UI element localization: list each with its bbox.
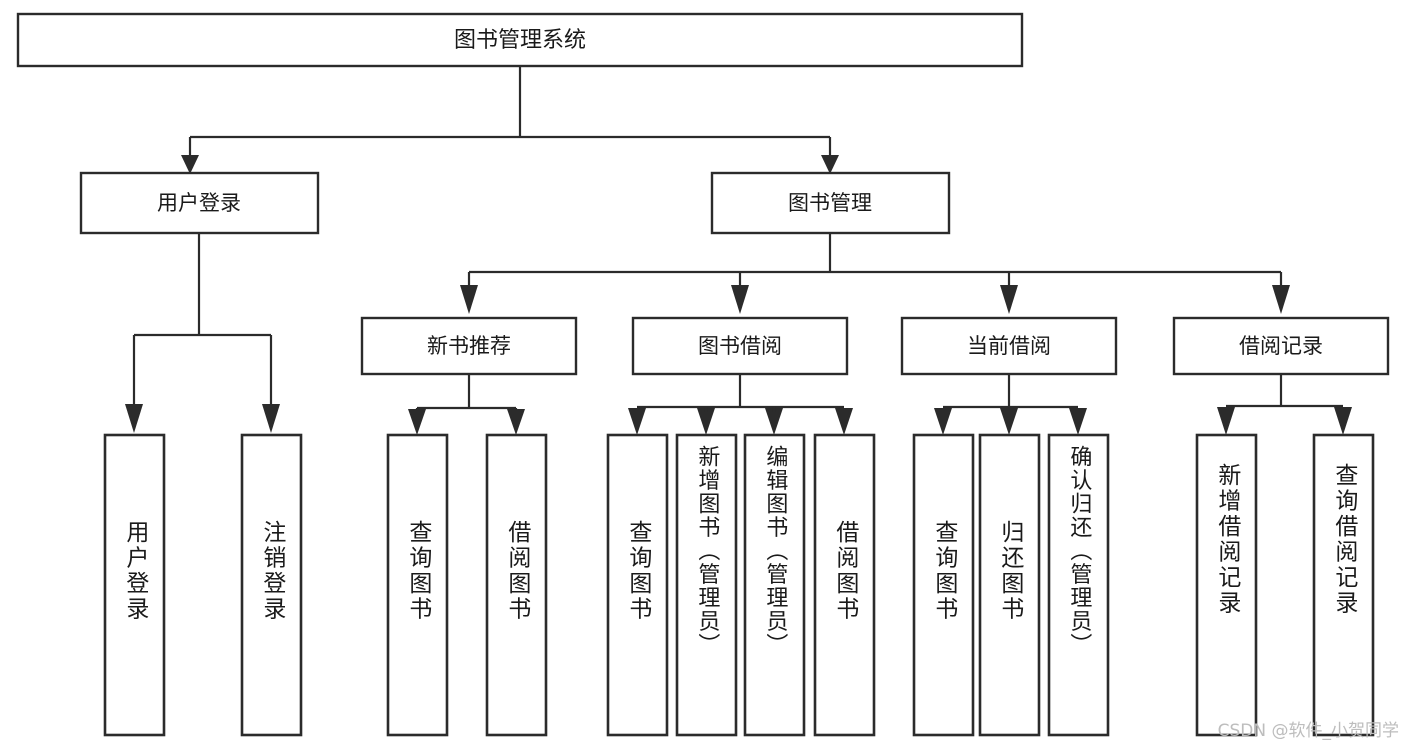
node-user-login-box[interactable] bbox=[79, 171, 320, 235]
arrowhead-nb-leaf2 bbox=[507, 409, 525, 435]
leaf-box-nb-query-book[interactable] bbox=[386, 433, 449, 737]
leaf-box-cb-confirm-return-admin[interactable] bbox=[1047, 433, 1110, 737]
arrowhead-user-login bbox=[181, 155, 199, 174]
node-book-manage-box[interactable] bbox=[710, 171, 951, 235]
arrowhead-book-manage bbox=[821, 155, 839, 174]
arrowhead-bb-leaf3 bbox=[765, 408, 783, 435]
leaf-box-bb-borrow-book[interactable] bbox=[813, 433, 876, 737]
node-book-borrow[interactable]: 图书借阅 bbox=[631, 316, 849, 376]
arrowhead-bb-leaf4 bbox=[835, 408, 853, 435]
node-book-borrow-label: 图书借阅 bbox=[698, 334, 782, 358]
arrowhead-cb-leaf1 bbox=[934, 408, 952, 435]
node-current-borrow-label: 当前借阅 bbox=[967, 334, 1051, 358]
node-root[interactable]: 图书管理系统 bbox=[16, 12, 1024, 68]
leaf-box-nb-borrow-book[interactable] bbox=[485, 433, 548, 737]
arrowhead-leaf-user-login bbox=[125, 404, 143, 433]
arrowhead-br-leaf1 bbox=[1217, 407, 1235, 435]
arrowhead-bb-leaf1 bbox=[628, 408, 646, 435]
arrowhead-br-leaf2 bbox=[1334, 407, 1352, 435]
leaf-box-bb-edit-book-admin[interactable] bbox=[743, 433, 806, 737]
node-borrow-record-box[interactable] bbox=[1172, 316, 1390, 376]
arrowhead-current-borrow bbox=[1000, 285, 1018, 314]
node-book-borrow-box[interactable] bbox=[631, 316, 849, 376]
arrowhead-nb-leaf1 bbox=[408, 409, 426, 435]
node-user-login[interactable]: 用户登录 bbox=[79, 171, 320, 235]
node-borrow-record[interactable]: 借阅记录 bbox=[1172, 316, 1390, 376]
node-new-book-recommend[interactable]: 新书推荐 bbox=[360, 316, 578, 376]
node-current-borrow[interactable]: 当前借阅 bbox=[900, 316, 1118, 376]
node-book-manage-label: 图书管理 bbox=[788, 191, 872, 215]
leaf-box-layer bbox=[103, 433, 1375, 737]
node-root-box[interactable] bbox=[16, 12, 1024, 68]
node-user-login-label: 用户登录 bbox=[157, 191, 241, 215]
leaf-box-user-login[interactable] bbox=[103, 433, 166, 737]
arrowhead-cb-leaf3 bbox=[1069, 408, 1087, 435]
node-new-book-recommend-box[interactable] bbox=[360, 316, 578, 376]
leaf-box-br-add-record[interactable] bbox=[1195, 433, 1258, 737]
leaf-box-bb-add-book-admin[interactable] bbox=[675, 433, 738, 737]
arrowhead-cb-leaf2 bbox=[1000, 408, 1018, 435]
leaf-box-br-query-record[interactable] bbox=[1312, 433, 1375, 737]
node-current-borrow-box[interactable] bbox=[900, 316, 1118, 376]
csdn-watermark: CSDN @软件_小贺同学 bbox=[1217, 721, 1399, 741]
leaf-box-logout[interactable] bbox=[240, 433, 303, 737]
arrowhead-leaf-logout bbox=[262, 404, 280, 433]
leaf-box-bb-query-book[interactable] bbox=[606, 433, 669, 737]
arrowhead-borrow-record bbox=[1272, 285, 1290, 314]
arrowhead-new-book bbox=[460, 285, 478, 314]
node-root-label: 图书管理系统 bbox=[454, 28, 586, 53]
leaf-box-cb-return-book[interactable] bbox=[978, 433, 1041, 737]
arrowhead-bb-leaf2 bbox=[697, 408, 715, 435]
node-borrow-record-label: 借阅记录 bbox=[1239, 334, 1323, 358]
arrowhead-book-borrow bbox=[731, 285, 749, 314]
leaf-box-cb-query-book[interactable] bbox=[912, 433, 975, 737]
node-book-manage[interactable]: 图书管理 bbox=[710, 171, 951, 235]
node-new-book-recommend-label: 新书推荐 bbox=[427, 334, 511, 358]
connector-layer bbox=[125, 66, 1352, 435]
